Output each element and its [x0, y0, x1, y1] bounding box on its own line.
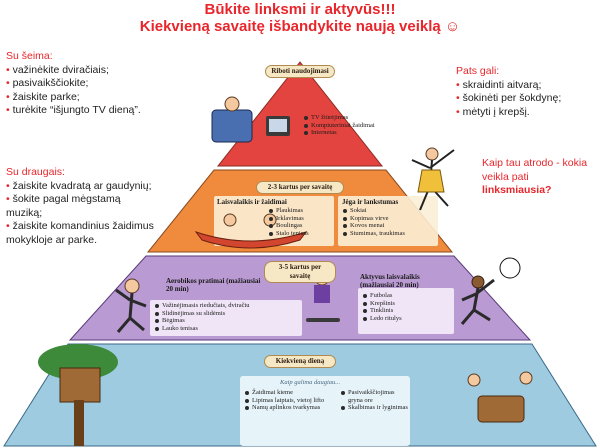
question-emphasis: linksmiausia?: [482, 184, 552, 196]
list-item: šokinėti per šokdynę;: [456, 92, 596, 106]
tier3-right-title: Aktyvus laisvalaikis (mažiausiai 20 min): [360, 273, 420, 289]
pyramid-tier-top: [216, 61, 384, 167]
list-item: Futbolas: [362, 292, 452, 300]
solo-activities: Pats gali: skraidinti aitvarą; šokinėti …: [456, 65, 596, 119]
list-item: Lauko tenisas: [154, 325, 302, 333]
canoe-illustration: [194, 213, 308, 249]
list-item: pasivaikščiokite;: [6, 77, 191, 91]
tier3-right-panel: [358, 288, 454, 334]
list-item: Kopimas virve: [342, 215, 438, 223]
list-item: Važinėjimasis riedučiais, dviračiu: [154, 302, 302, 310]
list-item: Namų aplinkos tvarkymas: [244, 404, 334, 412]
list-item: skraidinti aitvarą;: [456, 79, 596, 93]
tier4-subtitle: Kaip galima daugiau...: [280, 379, 341, 386]
family-activities: Su šeima: važinėkite dviračiais; pasivai…: [6, 50, 191, 118]
page-subtitle: Kiekvieną savaitę išbandykite naują veik…: [139, 18, 461, 35]
list-item: Internetas: [303, 129, 377, 137]
dancer-illustration: [411, 147, 455, 211]
list-item: Boulingas: [268, 222, 332, 230]
list-item: Kovos menai: [342, 222, 438, 230]
tier2-left-list: Plaukimas Irklavimas Boulingas Stalo ten…: [268, 207, 332, 237]
list-item: Bėgimas: [154, 317, 302, 325]
tier4-left-list: Žaidimai kieme Lipimas laiptais, vietoj …: [244, 389, 334, 412]
question-text: Kaip tau atrodo - kokia veikla pati: [482, 157, 588, 183]
tier2-right-title: Jėga ir lankstumas: [342, 198, 399, 206]
list-item: Kompiuteriniai žaidimai: [303, 122, 377, 130]
tier3-left-panel: [150, 300, 302, 336]
list-item: Žaidimai kieme: [244, 389, 334, 397]
friends-activities: Su draugais: žaiskite kvadratą ar gaudyn…: [6, 166, 156, 247]
tv-watcher-illustration: [211, 96, 290, 143]
list-item: Tinklinis: [362, 307, 452, 315]
tier4-panel: [240, 376, 410, 446]
tier4-right-list: Pasivaikščiojimas gryna ore Skalbimas ir…: [340, 389, 410, 412]
tier2-right-list: Sokiai Kopimas virve Kovos menai Stumima…: [342, 207, 438, 237]
list-item: Ledo ritulys: [362, 315, 452, 323]
list-item: Plaukimas: [268, 207, 332, 215]
washing-illustration: [467, 371, 533, 423]
list-item: Skalbimas ir lyginimas: [340, 404, 410, 412]
tier2-label: 2-3 kartus per savaitę: [256, 181, 344, 194]
tier3-left-title: Aerobikos pratimai (mažiausiai 20 min): [166, 277, 261, 293]
list-item: žaiskite kvadratą ar gaudynių;: [6, 180, 156, 194]
list-item: turėkite “išjungto TV dieną”.: [6, 104, 191, 118]
treehouse-illustration: [38, 344, 118, 446]
tier2-left-title: Laisvalaikis ir žaidimai: [217, 198, 287, 206]
list-item: Slidinėjimas su slidėmis: [154, 310, 302, 318]
list-item: važinėkite dviračiais;: [6, 64, 191, 78]
list-item: Lipimas laiptais, vietoj lifto: [244, 397, 334, 405]
solo-heading: Pats gali:: [456, 65, 500, 77]
tier4-label: Kiekvieną dieną: [264, 355, 336, 368]
list-item: mėtyti į krepšį.: [456, 106, 596, 120]
list-item: Pasivaikščiojimas gryna ore: [340, 389, 410, 404]
list-item: Stalo tenisas: [268, 230, 332, 238]
tier3-label: 3-5 kartus per savaitę: [264, 261, 336, 283]
tier1-list: TV žiūrėjimas Kompiuteriniai žaidimai In…: [303, 114, 377, 137]
soccer-illustration: [460, 257, 521, 325]
friends-heading: Su draugais:: [6, 166, 65, 178]
list-item: žaiskite komandinius žaidimus mokykloje …: [6, 220, 156, 247]
tier3-left-list: Važinėjimasis riedučiais, dviračiu Slidi…: [154, 302, 302, 332]
list-item: žaiskite parke;: [6, 91, 191, 105]
tier2-right-panel: [338, 196, 438, 246]
list-item: šokite pagal mėgstamą muziką;: [6, 193, 156, 220]
tier3-right-list: Futbolas Krepšinis Tinklinis Ledo rituly…: [362, 292, 452, 322]
question-prompt: Kaip tau atrodo - kokia veikla pati link…: [482, 157, 596, 198]
list-item: Irklavimas: [268, 215, 332, 223]
list-item: Stumimas, traukimas: [342, 230, 438, 238]
page-title: Būkite linksmi ir aktyvūs!!!: [204, 1, 396, 18]
family-heading: Su šeima:: [6, 50, 53, 62]
tier1-label: Riboti naudojimasi: [265, 65, 335, 78]
list-item: Sokiai: [342, 207, 438, 215]
list-item: TV žiūrėjimas: [303, 114, 377, 122]
list-item: Krepšinis: [362, 300, 452, 308]
skater-illustration: [115, 278, 147, 333]
